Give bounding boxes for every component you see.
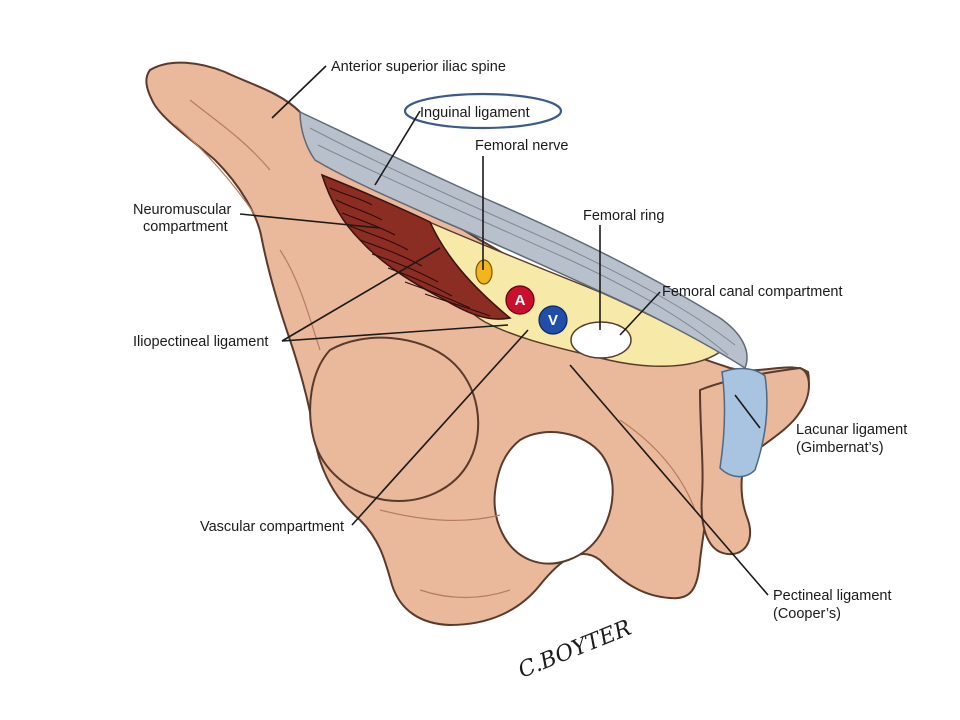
label-asis: Anterior superior iliac spine xyxy=(331,59,506,75)
leader-lines xyxy=(239,65,769,596)
inguinal-ligament-band xyxy=(299,110,748,370)
hip-bone xyxy=(145,61,810,626)
obturator-foramen xyxy=(493,431,614,565)
vascular-compartment-area xyxy=(418,216,722,367)
label-vascular: Vascular compartment xyxy=(200,519,344,535)
label-iliopectineal: Iliopectineal ligament xyxy=(133,334,268,350)
muscle-fibers xyxy=(329,187,491,317)
inguinal-ligament-highlight xyxy=(403,92,563,130)
femoral-vein xyxy=(538,305,568,335)
artery-label: A xyxy=(515,292,526,309)
label-femoral-nerve: Femoral nerve xyxy=(475,138,568,154)
artist-signature: C.BOYTER xyxy=(515,616,635,684)
acetabulum xyxy=(309,336,480,502)
label-femoral-canal: Femoral canal compartment xyxy=(662,284,843,300)
femoral-sheath: A V xyxy=(299,110,768,478)
label-pectineal-1: Pectineal ligament xyxy=(773,588,892,604)
femoral-artery xyxy=(505,285,535,315)
label-neuromuscular-1: Neuromuscular xyxy=(133,202,231,218)
label-pectineal-2: (Cooper’s) xyxy=(773,606,841,622)
femoral-ring xyxy=(570,321,632,359)
label-inguinal-ligament: Inguinal ligament xyxy=(420,105,530,121)
labels: Anterior superior iliac spine Inguinal l… xyxy=(133,59,907,622)
lacunar-ligament-band xyxy=(719,367,768,478)
iliopsoas-muscle xyxy=(320,173,512,320)
vein-label: V xyxy=(548,312,558,329)
femoral-nerve xyxy=(475,259,493,285)
label-neuromuscular-2: compartment xyxy=(143,219,228,235)
label-lacunar-1: Lacunar ligament xyxy=(796,422,907,438)
label-femoral-ring: Femoral ring xyxy=(583,208,664,224)
label-lacunar-2: (Gimbernat’s) xyxy=(796,440,884,456)
